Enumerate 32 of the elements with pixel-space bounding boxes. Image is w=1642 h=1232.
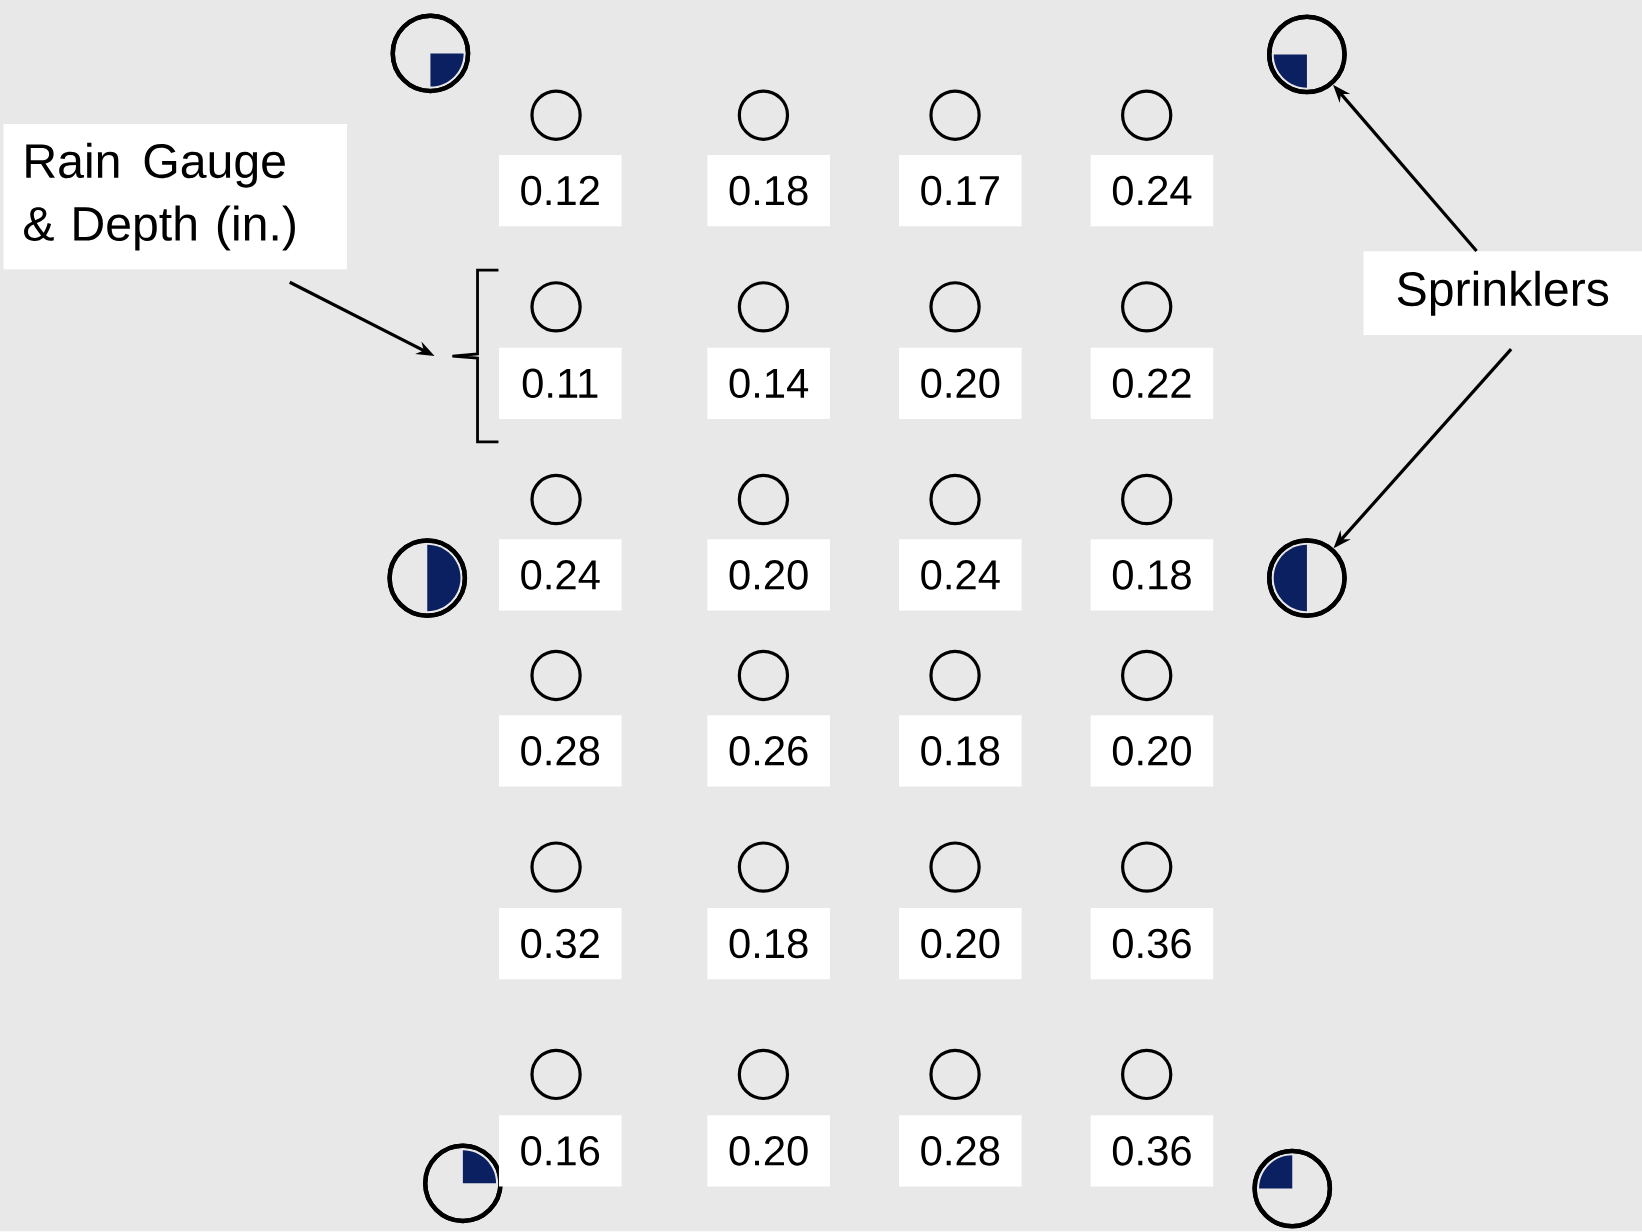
depth-value-box: 0.14: [707, 347, 830, 420]
depth-value-box: 0.20: [707, 1115, 830, 1187]
depth-value-box: 0.24: [1090, 155, 1214, 227]
depth-value-box: 0.18: [707, 908, 830, 980]
depth-value-box: 0.18: [707, 155, 830, 227]
label-box: Rain Gauge & Depth (in.): [3, 124, 347, 270]
depth-value-box: 0.26: [707, 715, 830, 787]
sprinkler-symbol: [390, 13, 471, 94]
depth-value-box: 0.36: [1090, 908, 1214, 980]
depth-value-box: 0.20: [899, 908, 1022, 980]
depth-value-box: 0.18: [899, 715, 1022, 787]
depth-value-box: 0.28: [498, 715, 622, 787]
depth-value-box: 0.24: [498, 539, 622, 611]
depth-value-box: 0.18: [1090, 539, 1214, 611]
depth-value-box: 0.36: [1090, 1115, 1214, 1187]
depth-value-box: 0.12: [498, 155, 622, 227]
sprinkler-symbol: [422, 1143, 503, 1224]
sprinkler-symbol: [1252, 1148, 1333, 1229]
label-box: Sprinklers: [1363, 251, 1642, 336]
depth-value-box: 0.28: [899, 1115, 1022, 1187]
depth-value-box: 0.20: [1090, 715, 1214, 787]
depth-value-box: 0.16: [498, 1115, 622, 1187]
sprinkler-symbol: [1267, 538, 1347, 619]
depth-value-box: 0.22: [1090, 347, 1214, 420]
depth-value-box: 0.32: [498, 908, 622, 980]
depth-value-box: 0.17: [899, 155, 1022, 227]
sprinkler-symbol: [387, 538, 468, 619]
depth-value-box: 0.20: [899, 347, 1022, 420]
sprinkler-symbol: [1267, 14, 1347, 95]
depth-value-box: 0.11: [498, 347, 622, 420]
depth-value-box: 0.24: [899, 539, 1022, 611]
depth-value-box: 0.20: [707, 539, 830, 611]
